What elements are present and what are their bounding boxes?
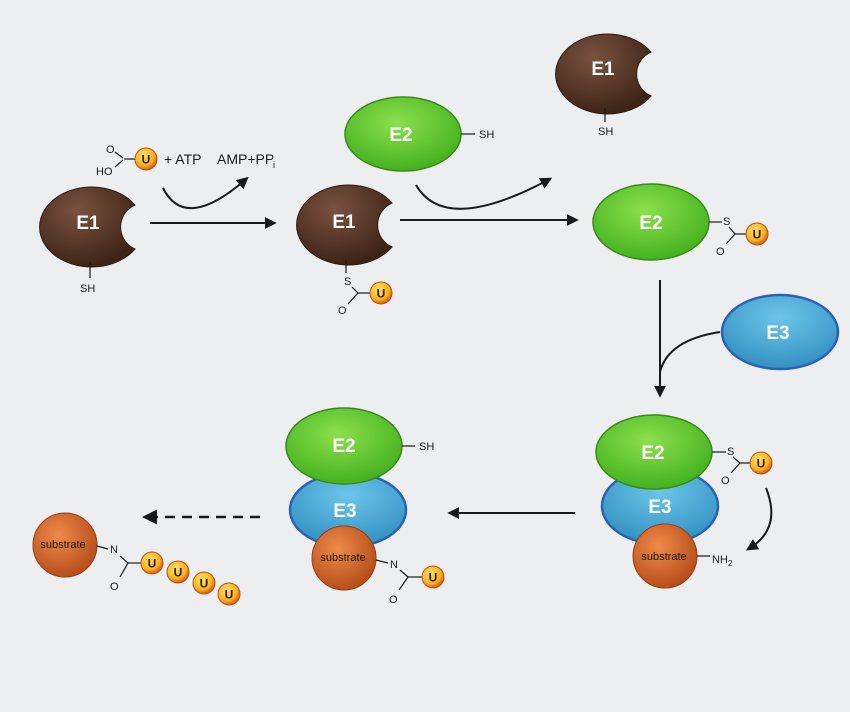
e2-enzyme-charged: E2: [592, 183, 710, 261]
o-label: O: [389, 594, 398, 606]
substrate-complex-right: substrate NH2: [632, 523, 733, 589]
s-label: S: [723, 216, 730, 228]
svg-text:U: U: [757, 457, 766, 471]
ho-label: HO: [96, 166, 113, 178]
e3-join-curve: [659, 331, 721, 373]
e1-enzyme-charged: E1: [296, 184, 393, 266]
e1-label: E1: [332, 212, 356, 233]
ubiquitin-icon: [140, 551, 164, 575]
sh-label: SH: [419, 441, 434, 453]
e3-label: E3: [648, 497, 671, 518]
ubiquitin-icon: [134, 147, 158, 171]
transfer-curved-arrow: [745, 487, 773, 551]
atp-curved-arrow: [162, 176, 249, 210]
svg-text:AMP+PP: AMP+PP: [217, 151, 274, 167]
nh2-label: NH2: [712, 554, 733, 568]
e2-label: E2: [389, 125, 412, 146]
e2-label: E2: [641, 443, 664, 464]
substrate-ubiquitinated-mono: substrate N O U: [311, 525, 445, 606]
e1-enzyme-free: E1: [39, 186, 136, 268]
e1-label: E1: [76, 213, 100, 234]
amp-pp-label: AMP+PP i: [217, 151, 275, 170]
s-label: S: [344, 276, 351, 288]
e1-release-curved-arrow: [415, 177, 553, 210]
e2-label: E2: [332, 436, 355, 457]
o-label: O: [716, 246, 725, 258]
ubiquitin-acid-group: O HO U: [96, 144, 158, 178]
svg-text:U: U: [148, 557, 157, 571]
ubiquitin-icon: [217, 582, 241, 606]
n-label: N: [110, 544, 118, 556]
e3-enzyme-free: E3: [720, 293, 840, 371]
ubiquitin-icon: [369, 281, 393, 305]
substrate-label: substrate: [320, 552, 365, 564]
e2-thioester-ubiquitin-complex: S O U: [712, 446, 773, 487]
substrate-label: substrate: [40, 539, 85, 551]
sh-label: SH: [598, 126, 613, 138]
sh-label: SH: [479, 129, 494, 141]
plus-atp-label: + ATP: [164, 151, 201, 167]
svg-text:U: U: [142, 153, 151, 167]
o-label: O: [338, 305, 347, 317]
s-label: S: [727, 446, 734, 458]
ubiquitin-icon: [421, 565, 445, 589]
e1-enzyme-released: E1 SH: [555, 33, 652, 138]
svg-text:U: U: [225, 588, 234, 602]
o-label: O: [721, 475, 730, 487]
ubiquitin-icon: [192, 571, 216, 595]
e2-enzyme-complex-right: E2: [595, 414, 713, 490]
e1-thiol-group: SH: [80, 262, 95, 295]
e1-label: E1: [591, 59, 615, 80]
svg-text:i: i: [273, 160, 275, 170]
substrate-polyubiquitinated: substrate N O U U U U: [32, 512, 241, 606]
o-label: O: [110, 581, 119, 593]
svg-text:U: U: [377, 287, 386, 301]
svg-text:U: U: [429, 571, 438, 585]
e1-thioester-ubiquitin: S O U: [338, 260, 393, 317]
sh-label: SH: [80, 283, 95, 295]
ubiquitin-icon: [745, 222, 769, 246]
n-label: N: [390, 559, 398, 571]
svg-text:U: U: [200, 577, 209, 591]
svg-text:U: U: [753, 228, 762, 242]
o-label: O: [106, 144, 115, 156]
e2-enzyme-complex-left: E2 SH: [285, 407, 434, 485]
e3-label: E3: [766, 323, 789, 344]
e2-enzyme-free: E2 SH: [344, 96, 494, 172]
substrate-label: substrate: [641, 551, 686, 563]
e2-thioester-ubiquitin: S O U: [709, 216, 769, 258]
ubiquitin-icon: [166, 560, 190, 584]
e3-label: E3: [333, 501, 356, 522]
svg-text:U: U: [174, 566, 183, 580]
ubiquitin-icon: [749, 451, 773, 475]
e2-label: E2: [639, 213, 662, 234]
